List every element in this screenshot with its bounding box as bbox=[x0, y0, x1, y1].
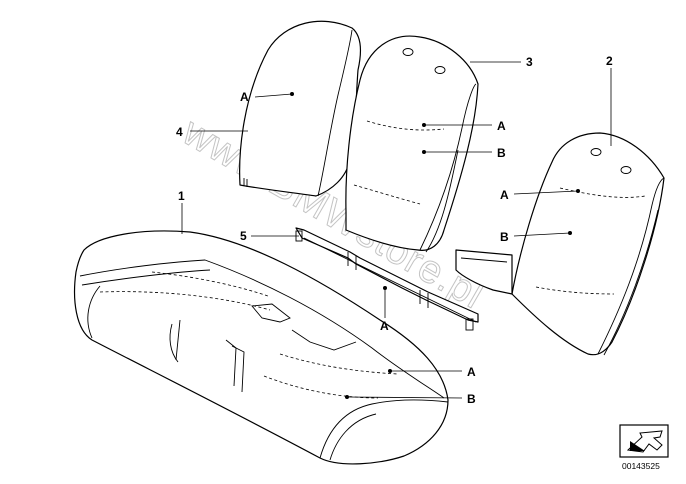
part-4-bolster-cover bbox=[239, 20, 362, 197]
callout-a-part4: A bbox=[240, 90, 249, 104]
callout-2: 2 bbox=[606, 54, 613, 68]
reference-dots bbox=[290, 92, 580, 399]
part-5-strip bbox=[295, 227, 479, 331]
callout-a-part2: A bbox=[500, 188, 509, 202]
callout-3: 3 bbox=[526, 55, 533, 69]
callout-1: 1 bbox=[178, 189, 185, 203]
callout-a-part3: A bbox=[497, 119, 506, 133]
part-1-seat-cushion-cover bbox=[73, 230, 449, 465]
callout-b-part3: B bbox=[497, 146, 506, 160]
leader-lines bbox=[181, 61, 612, 399]
part-2-backrest-cover bbox=[455, 132, 665, 356]
image-code: 00143525 bbox=[622, 461, 660, 471]
callout-a-part5: A bbox=[380, 319, 389, 333]
direction-box: 00143525 bbox=[619, 424, 669, 471]
callout-b-part1: B bbox=[467, 392, 476, 406]
callout-5: 5 bbox=[240, 229, 247, 243]
callout-b-part2: B bbox=[500, 230, 509, 244]
part-3-backrest-cover bbox=[345, 35, 479, 253]
callout-4: 4 bbox=[176, 125, 183, 139]
callout-a-part1: A bbox=[467, 365, 476, 379]
callout-labels: 1 2 3 4 5 A A B A B A A B bbox=[176, 54, 613, 406]
